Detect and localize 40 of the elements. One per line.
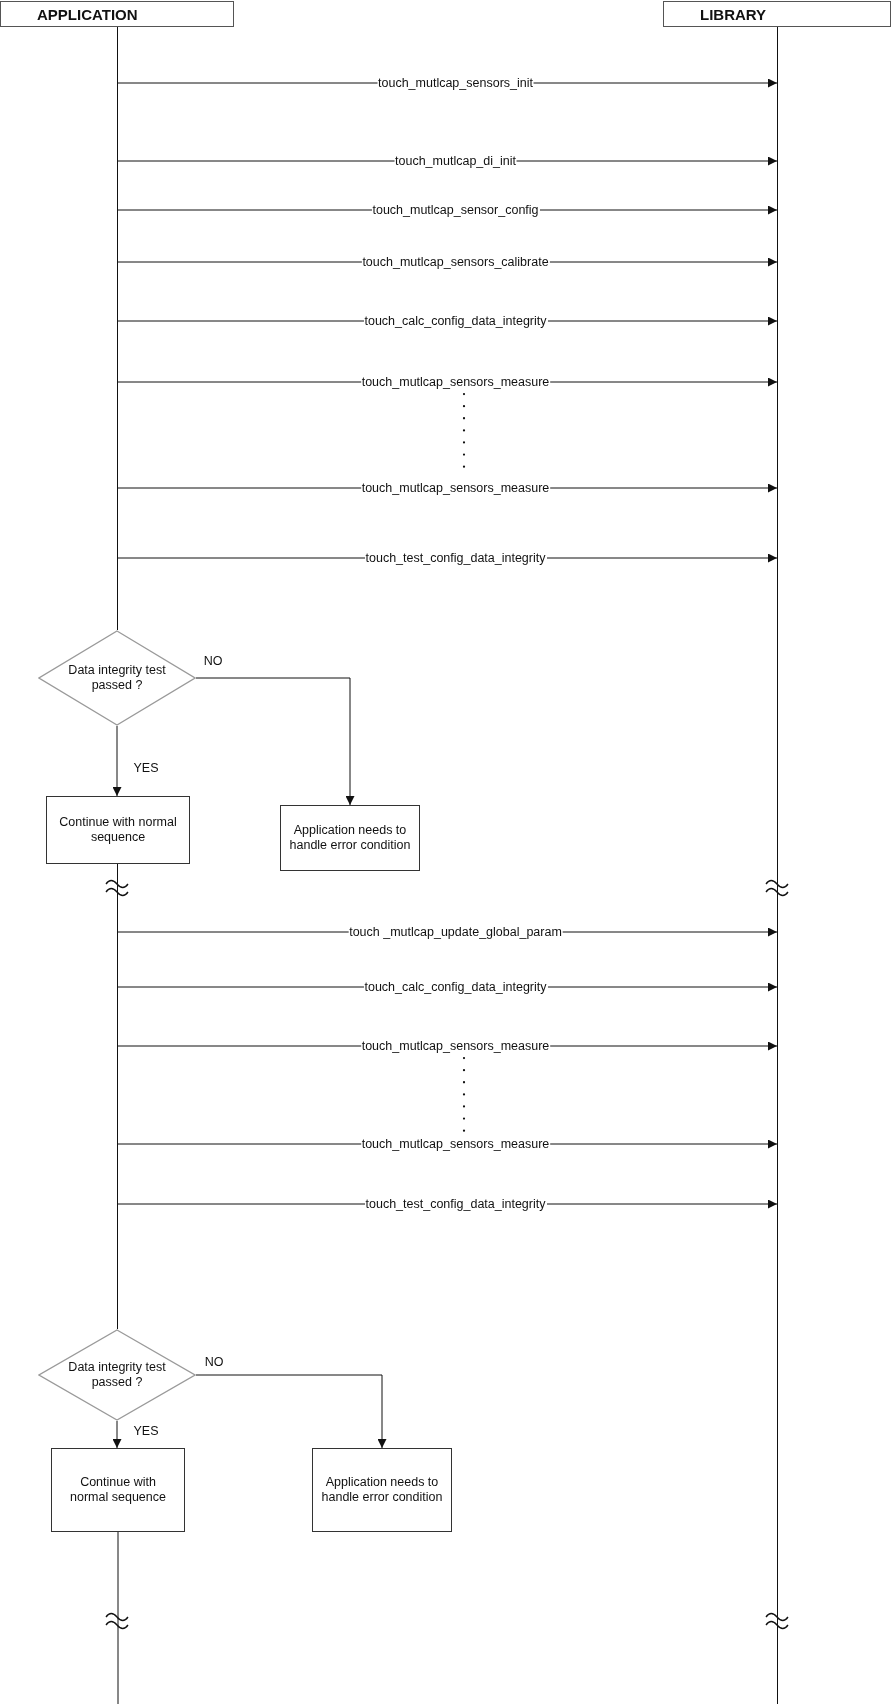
lifeline xyxy=(117,864,118,1329)
node-text: LIBRARY xyxy=(700,5,767,23)
edge-label: touch_mutlcap_sensors_init xyxy=(377,76,534,90)
edge-label: touch _mutlcap_update_global_param xyxy=(348,925,563,939)
edge-label: NO xyxy=(203,1355,225,1369)
node-text: Continue with normal sequence xyxy=(58,815,178,845)
participant-box xyxy=(0,1,234,27)
edge-label: touch_test_config_data_integrity xyxy=(364,551,547,565)
node-text: Application needs to handle error condition xyxy=(289,823,411,853)
edge-label: touch_mutlcap_sensor_config xyxy=(371,203,540,217)
edge-label: touch_mutlcap_sensors_calibrate xyxy=(361,255,550,269)
node-text: Application needs to handle error condition xyxy=(321,1475,443,1505)
edge-label: YES xyxy=(132,761,160,775)
decision-diamond xyxy=(38,630,196,726)
edge-label: touch_mutlcap_sensors_measure xyxy=(360,375,551,389)
edge-label: touch_mutlcap_sensors_measure xyxy=(360,1137,551,1151)
node-text: APPLICATION xyxy=(37,5,138,23)
node-text: Data integrity test passed ? xyxy=(67,1360,167,1390)
process-box xyxy=(46,796,190,864)
edge-label: touch_test_config_data_integrity xyxy=(364,1197,547,1211)
participant-box xyxy=(663,1,891,27)
process-box xyxy=(51,1448,185,1532)
process-box xyxy=(280,805,420,871)
node-text: Data integrity test passed ? xyxy=(67,663,167,693)
process-box xyxy=(312,1448,452,1532)
edge-label: YES xyxy=(132,1424,160,1438)
decision-diamond xyxy=(38,1329,196,1421)
arrow xyxy=(112,1420,122,1449)
lifeline xyxy=(117,27,118,630)
edge-label: touch_calc_config_data_integrity xyxy=(363,314,548,328)
arrow xyxy=(112,725,122,797)
edge-label: NO xyxy=(202,654,224,668)
arrow xyxy=(195,677,355,806)
edge-label: touch_mutlcap_sensors_measure xyxy=(360,1039,551,1053)
arrow xyxy=(195,1374,387,1449)
edge-label: touch_mutlcap_di_init xyxy=(394,154,517,168)
edge-label: touch_calc_config_data_integrity xyxy=(363,980,548,994)
edge-label: touch_mutlcap_sensors_measure xyxy=(360,481,551,495)
node-text: Continue with normal sequence xyxy=(69,1475,167,1505)
lifeline xyxy=(777,27,778,1704)
